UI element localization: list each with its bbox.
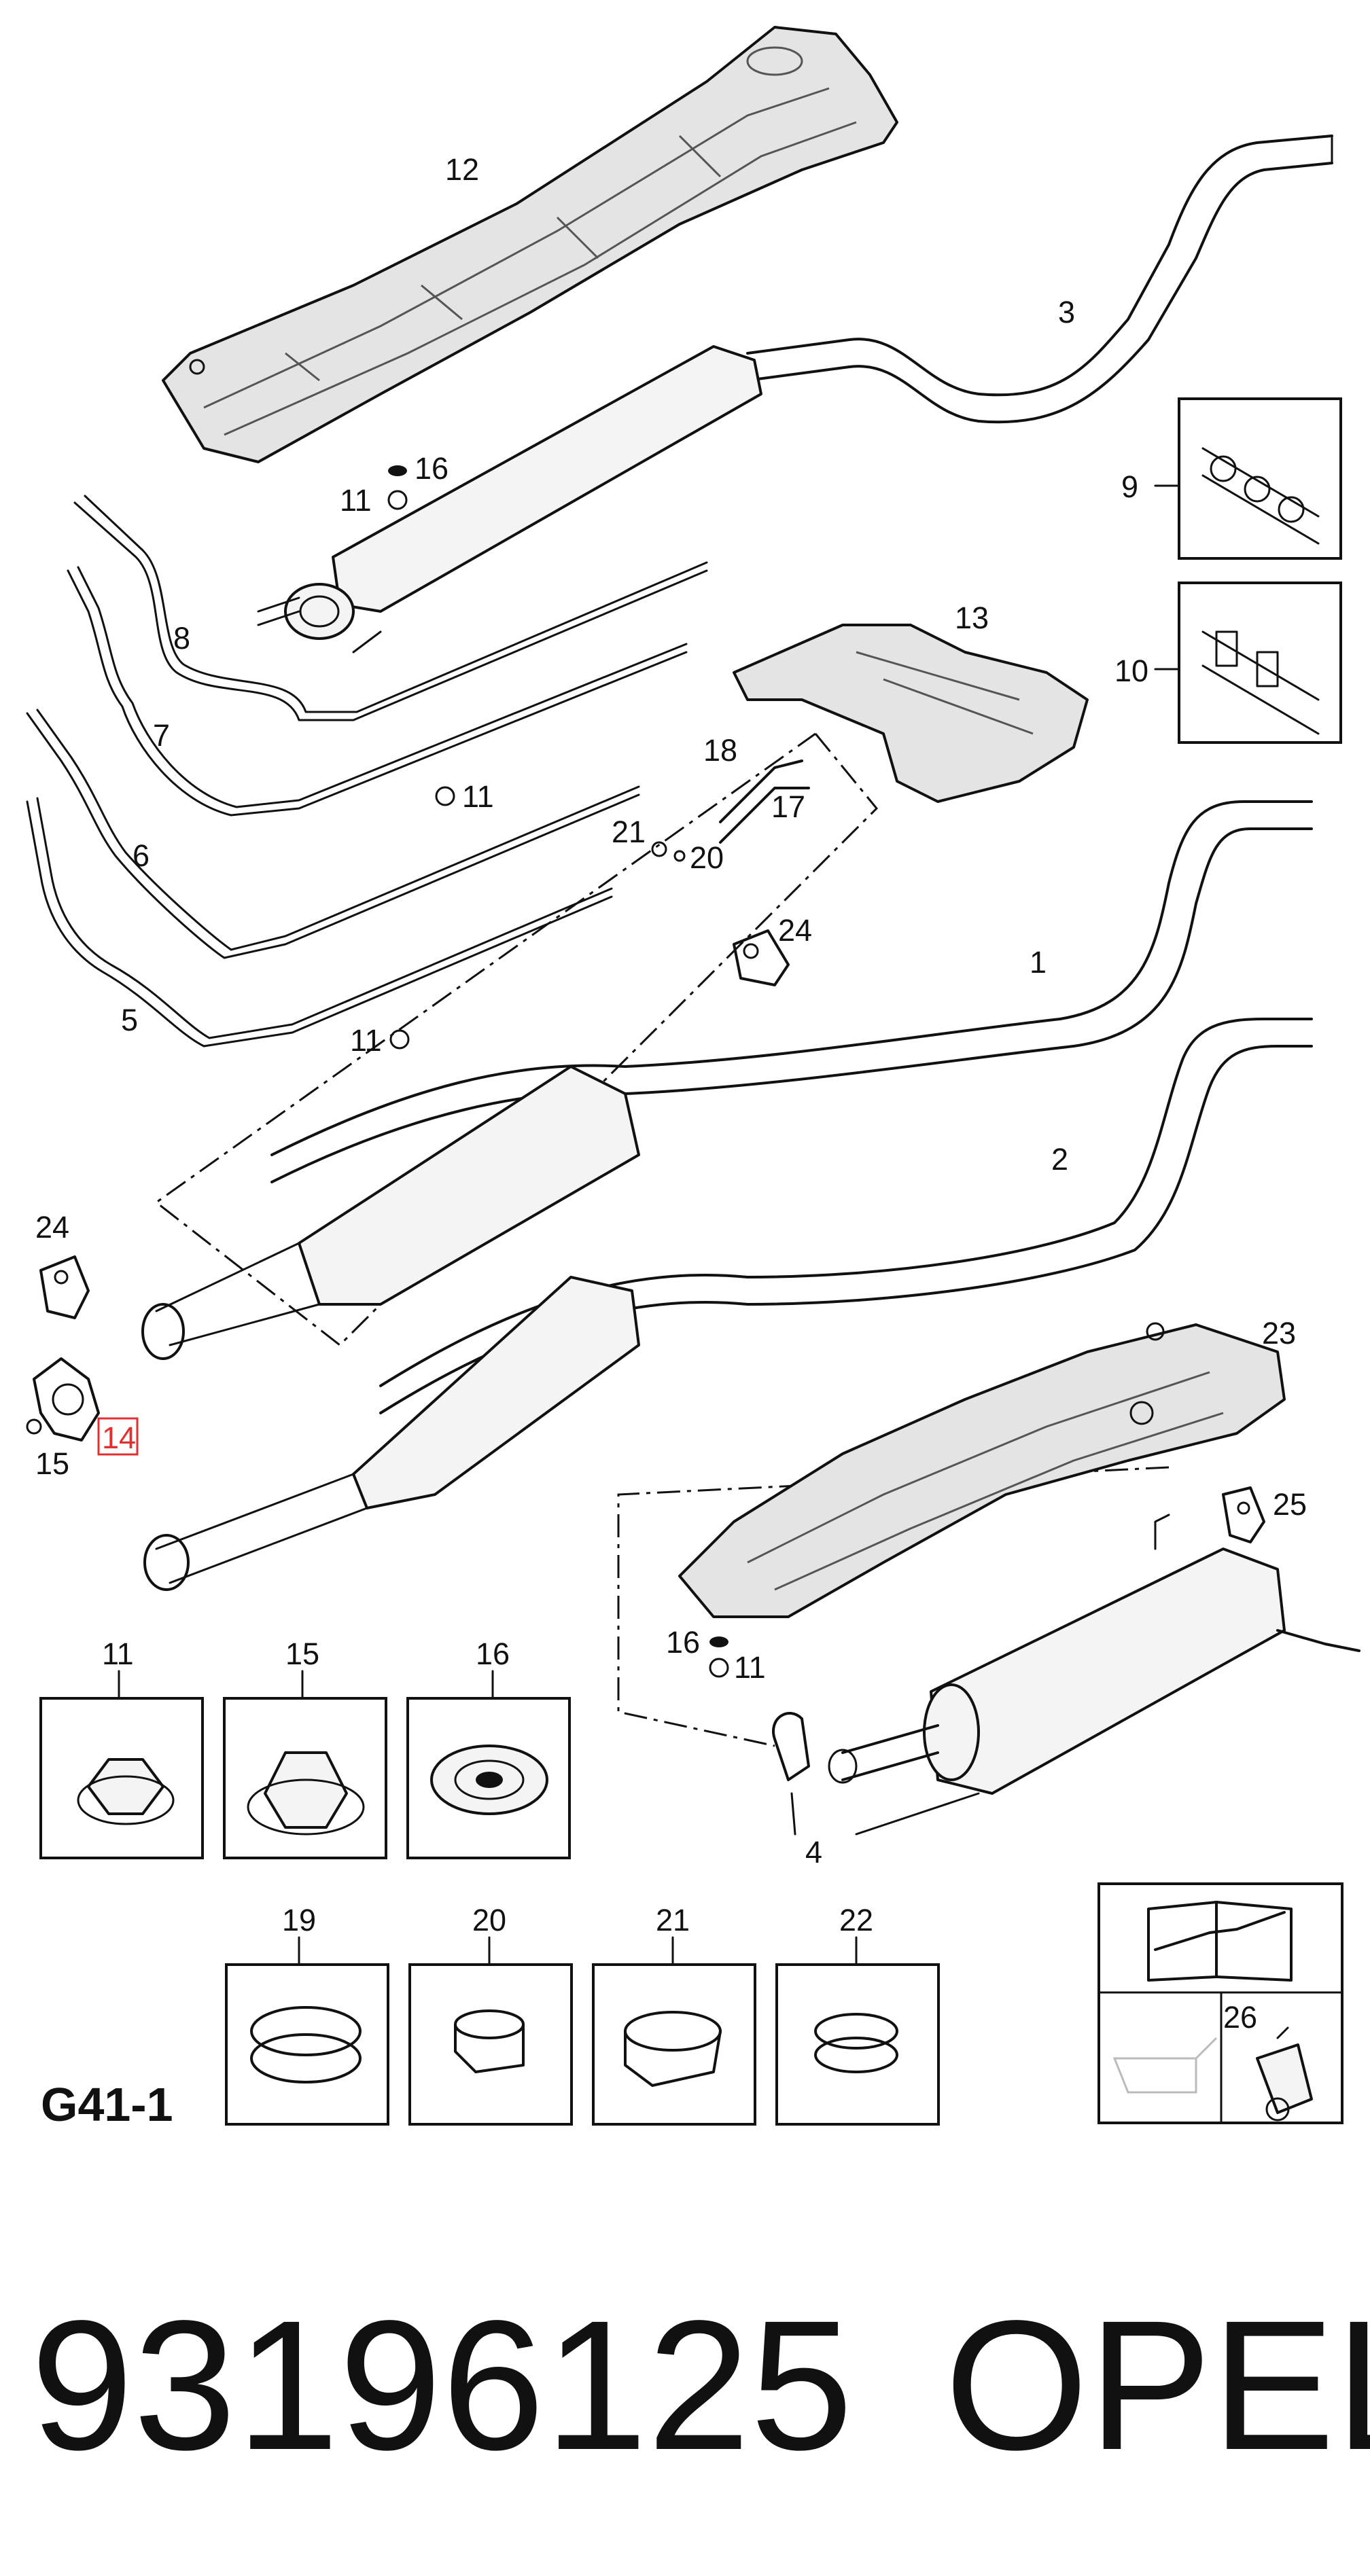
hanger-24-upper: [733, 929, 790, 986]
clip-10-box: [1154, 582, 1342, 744]
gasket-14: [33, 1357, 100, 1442]
rear-muffler-4: [772, 1514, 1360, 1795]
callout-11-low: 11: [350, 1023, 382, 1058]
callout-16-top: 16: [415, 451, 449, 486]
clip-16-rear: [709, 1636, 728, 1647]
detail-box-11: 11: [39, 1636, 204, 1859]
detail-box-22: 22: [775, 1903, 940, 2126]
detail-box-21: 21: [592, 1903, 756, 2126]
heat-shield-13: [733, 624, 1089, 803]
leader-lines: [790, 1792, 980, 1836]
detail-20-label: 20: [472, 1903, 506, 1937]
highlight-box: [97, 1417, 139, 1456]
callout-25: 25: [1273, 1487, 1307, 1522]
callout-24-lower: 24: [35, 1210, 69, 1245]
callout-12: 12: [445, 152, 479, 187]
callout-labels: 1 2 3 4 5 6 7 8 9 10 11 11 11 11 12 13 1…: [35, 152, 1307, 1870]
detail-16-label: 16: [476, 1636, 510, 1671]
hanger-25: [1222, 1486, 1265, 1543]
callout-3: 3: [1058, 295, 1075, 329]
detail-19-label: 19: [282, 1903, 316, 1937]
detail-21-label: 21: [656, 1903, 690, 1937]
callout-18: 18: [703, 733, 737, 768]
clip-9-box: [1154, 397, 1342, 560]
callout-14: 14: [102, 1420, 136, 1455]
line-5: [26, 797, 613, 1048]
callout-17: 17: [771, 789, 805, 824]
nut-11-mid: [435, 786, 455, 806]
detail-22-label: 22: [839, 1903, 873, 1937]
callout-15: 15: [35, 1446, 69, 1481]
nut-11-top: [387, 490, 408, 510]
callout-9: 9: [1121, 469, 1138, 504]
line-8: [73, 495, 708, 721]
detail-15-label: 15: [285, 1636, 319, 1671]
callout-8: 8: [173, 621, 190, 656]
oil-can-icon: [1112, 2037, 1218, 2094]
diagram-code: G41-1: [41, 2078, 173, 2131]
callout-13: 13: [955, 601, 989, 635]
callout-23: 23: [1262, 1316, 1296, 1350]
callout-1: 1: [1030, 945, 1047, 980]
callout-20: 20: [690, 840, 724, 875]
callout-4: 4: [805, 1835, 822, 1870]
detail-box-19: 19: [225, 1903, 389, 2126]
detail-box-16: 16: [406, 1636, 571, 1859]
callout-24-upper: 24: [778, 913, 812, 948]
callout-16-rear: 16: [666, 1625, 700, 1660]
part-number: 93196125: [31, 2282, 853, 2488]
callout-5: 5: [121, 1003, 138, 1037]
brand-name: OPEL: [945, 2282, 1370, 2488]
detail-box-15: 15: [223, 1636, 387, 1859]
heat-shield-23: [678, 1322, 1286, 1618]
callout-14-highlight[interactable]: 14: [97, 1417, 139, 1456]
service-info-panel: 26: [1097, 1882, 1343, 2124]
callout-11-rear: 11: [734, 1650, 766, 1685]
nut-11-low: [389, 1029, 410, 1050]
front-pipe-1: [141, 800, 1313, 1360]
front-pipe-2: [143, 1018, 1313, 1591]
hoses-17-18: [651, 759, 810, 862]
callout-6: 6: [133, 838, 150, 873]
detail-box-20: 20: [408, 1903, 573, 2126]
line-6: [26, 709, 640, 959]
callout-2: 2: [1051, 1142, 1068, 1177]
rear-pipe-3: [257, 135, 1333, 654]
nut-15-small: [26, 1418, 42, 1435]
heat-shield-12: [162, 26, 898, 463]
manual-wrench-icon: [1147, 1901, 1293, 1982]
nut-11-rear: [709, 1658, 729, 1678]
callout-11-mid: 11: [462, 779, 494, 814]
clip-16-top: [388, 465, 407, 476]
callout-21: 21: [612, 815, 646, 849]
callout-26: 26: [1223, 2000, 1257, 2035]
hanger-24-lower: [39, 1255, 90, 1319]
callout-10: 10: [1114, 654, 1148, 688]
sealant-tube-icon: [1256, 2026, 1313, 2122]
line-7: [67, 566, 688, 817]
detail-11-label: 11: [102, 1636, 134, 1671]
callout-11-top: 11: [340, 483, 372, 518]
callout-7: 7: [153, 718, 170, 753]
dashed-outline-upper: [154, 732, 879, 1346]
